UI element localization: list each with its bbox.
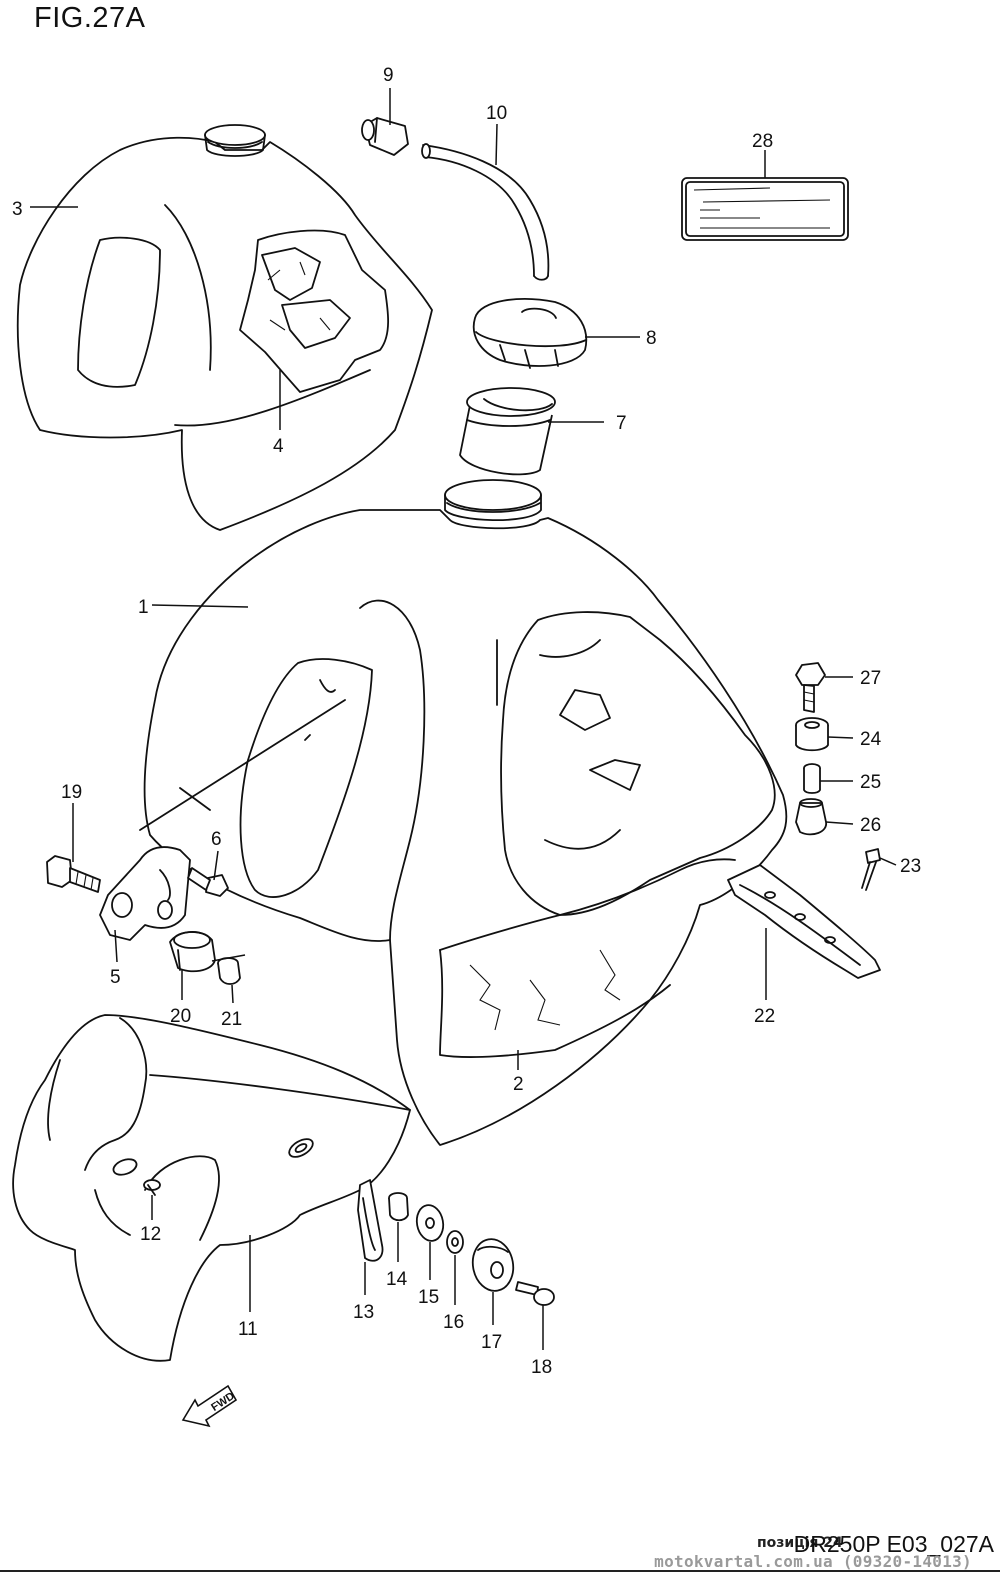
part-23-screw bbox=[861, 848, 881, 891]
leader-lines bbox=[30, 88, 897, 1350]
position-stamp: позиція 24 bbox=[757, 1535, 843, 1551]
part-11-shroud bbox=[12, 1014, 411, 1362]
callout-16: 16 bbox=[443, 1312, 464, 1333]
part-18-bolt bbox=[515, 1281, 555, 1306]
callout-4: 4 bbox=[273, 436, 284, 457]
callout-2: 2 bbox=[513, 1074, 524, 1095]
callout-27: 27 bbox=[860, 668, 881, 689]
part-21-collar bbox=[217, 957, 241, 985]
callout-26: 26 bbox=[860, 815, 881, 836]
callout-22: 22 bbox=[754, 1006, 775, 1027]
part-17-grommet bbox=[471, 1238, 515, 1292]
part-27-bolt bbox=[795, 662, 826, 713]
callout-17: 17 bbox=[481, 1332, 502, 1353]
callout-21: 21 bbox=[221, 1009, 242, 1030]
part-14-collar bbox=[388, 1192, 409, 1222]
part-3-fuel-tank-upper bbox=[16, 124, 433, 531]
part-25-collar bbox=[803, 763, 821, 794]
callout-25: 25 bbox=[860, 772, 881, 793]
part-8-fuel-cap bbox=[472, 298, 588, 369]
callout-9: 9 bbox=[383, 65, 394, 86]
callout-3: 3 bbox=[12, 199, 23, 220]
part-26-cushion bbox=[795, 798, 827, 836]
part-19-bolt bbox=[46, 855, 101, 893]
part-7-filler-neck bbox=[459, 387, 556, 476]
bottom-border bbox=[0, 1570, 1000, 1572]
part-24-cushion bbox=[795, 717, 829, 752]
site-watermark: motokvartal.com.ua (09320-14013) bbox=[654, 1552, 972, 1571]
part-20-cushion bbox=[169, 931, 216, 973]
callout-1: 1 bbox=[138, 597, 149, 618]
part-13-clamp bbox=[357, 1179, 384, 1262]
callout-12: 12 bbox=[140, 1224, 161, 1245]
part-9-breather-valve bbox=[361, 117, 409, 156]
callout-28: 28 bbox=[752, 131, 773, 152]
forward-direction-arrow: FWD bbox=[181, 1384, 238, 1428]
callout-6: 6 bbox=[211, 829, 222, 850]
diagram-reference-code: DR250P E03_027A bbox=[793, 1531, 994, 1557]
callout-8: 8 bbox=[646, 328, 657, 349]
part-22-tank-bracket bbox=[727, 864, 881, 979]
callout-19: 19 bbox=[61, 782, 82, 803]
part-1-fuel-tank bbox=[139, 479, 788, 1146]
part-12-screw bbox=[143, 1179, 161, 1196]
callout-18: 18 bbox=[531, 1357, 552, 1378]
callout-5: 5 bbox=[110, 967, 121, 988]
callout-10: 10 bbox=[486, 103, 507, 124]
part-28-caution-label bbox=[681, 177, 849, 241]
callout-23: 23 bbox=[900, 856, 921, 877]
callout-15: 15 bbox=[418, 1287, 439, 1308]
part-16-nut bbox=[446, 1230, 464, 1254]
callout-14: 14 bbox=[386, 1269, 408, 1290]
part-5-bracket bbox=[99, 846, 191, 941]
callout-24: 24 bbox=[860, 729, 882, 750]
callout-11: 11 bbox=[238, 1319, 258, 1340]
part-6-bolt bbox=[187, 867, 229, 897]
callout-7: 7 bbox=[616, 413, 627, 434]
part-10-breather-hose bbox=[421, 143, 550, 281]
figure-title: FIG.27A bbox=[34, 2, 146, 34]
callout-13: 13 bbox=[353, 1302, 374, 1323]
callout-labels: 3 4 1 2 5 6 7 8 9 10 11 12 13 14 15 16 1… bbox=[12, 65, 921, 1378]
callout-20: 20 bbox=[170, 1006, 191, 1027]
part-15-washer bbox=[415, 1204, 445, 1242]
